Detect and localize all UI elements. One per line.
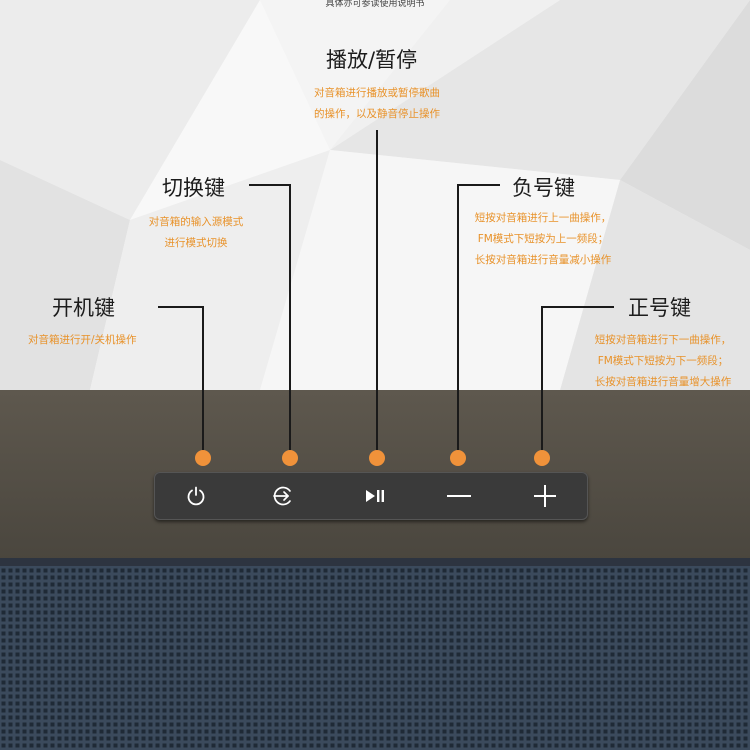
plus-icon [534, 485, 556, 507]
desc-mode: 对音箱的输入源模式 进行模式切换 [136, 212, 256, 254]
indicator-dot-mode [282, 450, 298, 466]
header-caption: 具体亦可参读使用说明书 [325, 0, 425, 9]
leader-line-plus [541, 306, 614, 452]
desc-line: 短按对音箱进行下一曲操作， [594, 334, 732, 346]
label-play: 播放/暂停 [326, 48, 418, 72]
desc-line: 对音箱进行开/关机操作 [28, 334, 137, 346]
leader-line-mode [249, 184, 291, 452]
desc-power: 对音箱进行开/关机操作 [28, 330, 137, 351]
minus-button[interactable] [444, 482, 474, 510]
indicator-dot-play [369, 450, 385, 466]
desc-line: 的操作，以及静音停止操作 [314, 108, 440, 120]
desc-line: 长按对音箱进行音量减小操作 [474, 254, 612, 266]
desc-line: 进行模式切换 [164, 237, 228, 249]
desc-line: FM模式下短按为上一频段； [477, 233, 609, 245]
mode-switch-button[interactable] [268, 482, 298, 510]
power-button[interactable] [181, 482, 211, 510]
label-mode: 切换键 [162, 176, 225, 200]
label-power: 开机键 [52, 296, 115, 320]
desc-line: FM模式下短按为下一频段； [597, 355, 729, 367]
power-icon [187, 486, 205, 506]
indicator-dot-minus [450, 450, 466, 466]
play-pause-button[interactable] [360, 482, 390, 510]
desc-line: 对音箱的输入源模式 [148, 216, 244, 228]
input-source-icon [273, 486, 291, 506]
leader-line-power [158, 306, 204, 452]
leader-line-minus [457, 184, 500, 452]
indicator-dot-plus [534, 450, 550, 466]
desc-plus: 短按对音箱进行下一曲操作， FM模式下短按为下一频段； 长按对音箱进行音量增大操… [586, 330, 740, 393]
label-minus: 负号键 [512, 176, 575, 200]
desc-line: 对音箱进行播放或暂停歌曲 [314, 87, 440, 99]
minus-icon [447, 495, 471, 497]
indicator-dot-power [195, 450, 211, 466]
label-plus: 正号键 [628, 296, 691, 320]
plus-button[interactable] [530, 482, 560, 510]
play-pause-icon [366, 490, 384, 502]
desc-minus: 短按对音箱进行上一曲操作， FM模式下短按为上一频段； 长按对音箱进行音量减小操… [468, 208, 618, 271]
desc-play: 对音箱进行播放或暂停歌曲 的操作，以及静音停止操作 [304, 83, 450, 125]
desc-line: 短按对音箱进行上一曲操作， [474, 212, 612, 224]
desc-line: 长按对音箱进行音量增大操作 [594, 376, 732, 388]
